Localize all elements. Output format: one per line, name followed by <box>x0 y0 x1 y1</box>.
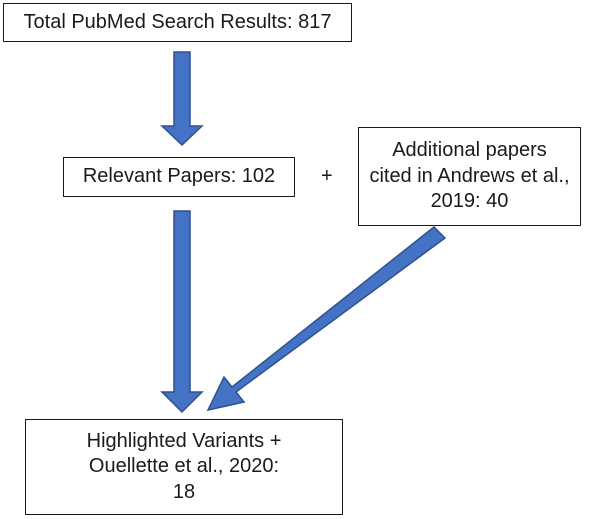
final-result-line-2: Ouellette et al., 2020: <box>88 455 280 478</box>
final-result-line-3: 18 <box>172 480 196 503</box>
plus-operator: + <box>321 165 333 187</box>
arrow-relevant-to-final <box>160 210 204 414</box>
additional-papers-box: Additional papers cited in Andrews et al… <box>358 127 581 226</box>
relevant-papers-label: Relevant Papers: 102 <box>82 165 276 188</box>
final-result-line-1: Highlighted Variants + <box>86 429 282 452</box>
total-results-box: Total PubMed Search Results: 817 <box>3 3 352 42</box>
arrow-additional-to-final <box>206 225 447 412</box>
additional-papers-label: Additional papers cited in Andrews et al… <box>369 139 570 213</box>
arrow-total-to-relevant <box>160 51 204 147</box>
relevant-papers-box: Relevant Papers: 102 <box>63 157 295 197</box>
final-result-box: Highlighted Variants + Ouellette et al.,… <box>25 419 343 515</box>
total-results-label: Total PubMed Search Results: 817 <box>23 10 332 33</box>
final-result-text: Highlighted Variants + Ouellette et al.,… <box>87 429 282 506</box>
